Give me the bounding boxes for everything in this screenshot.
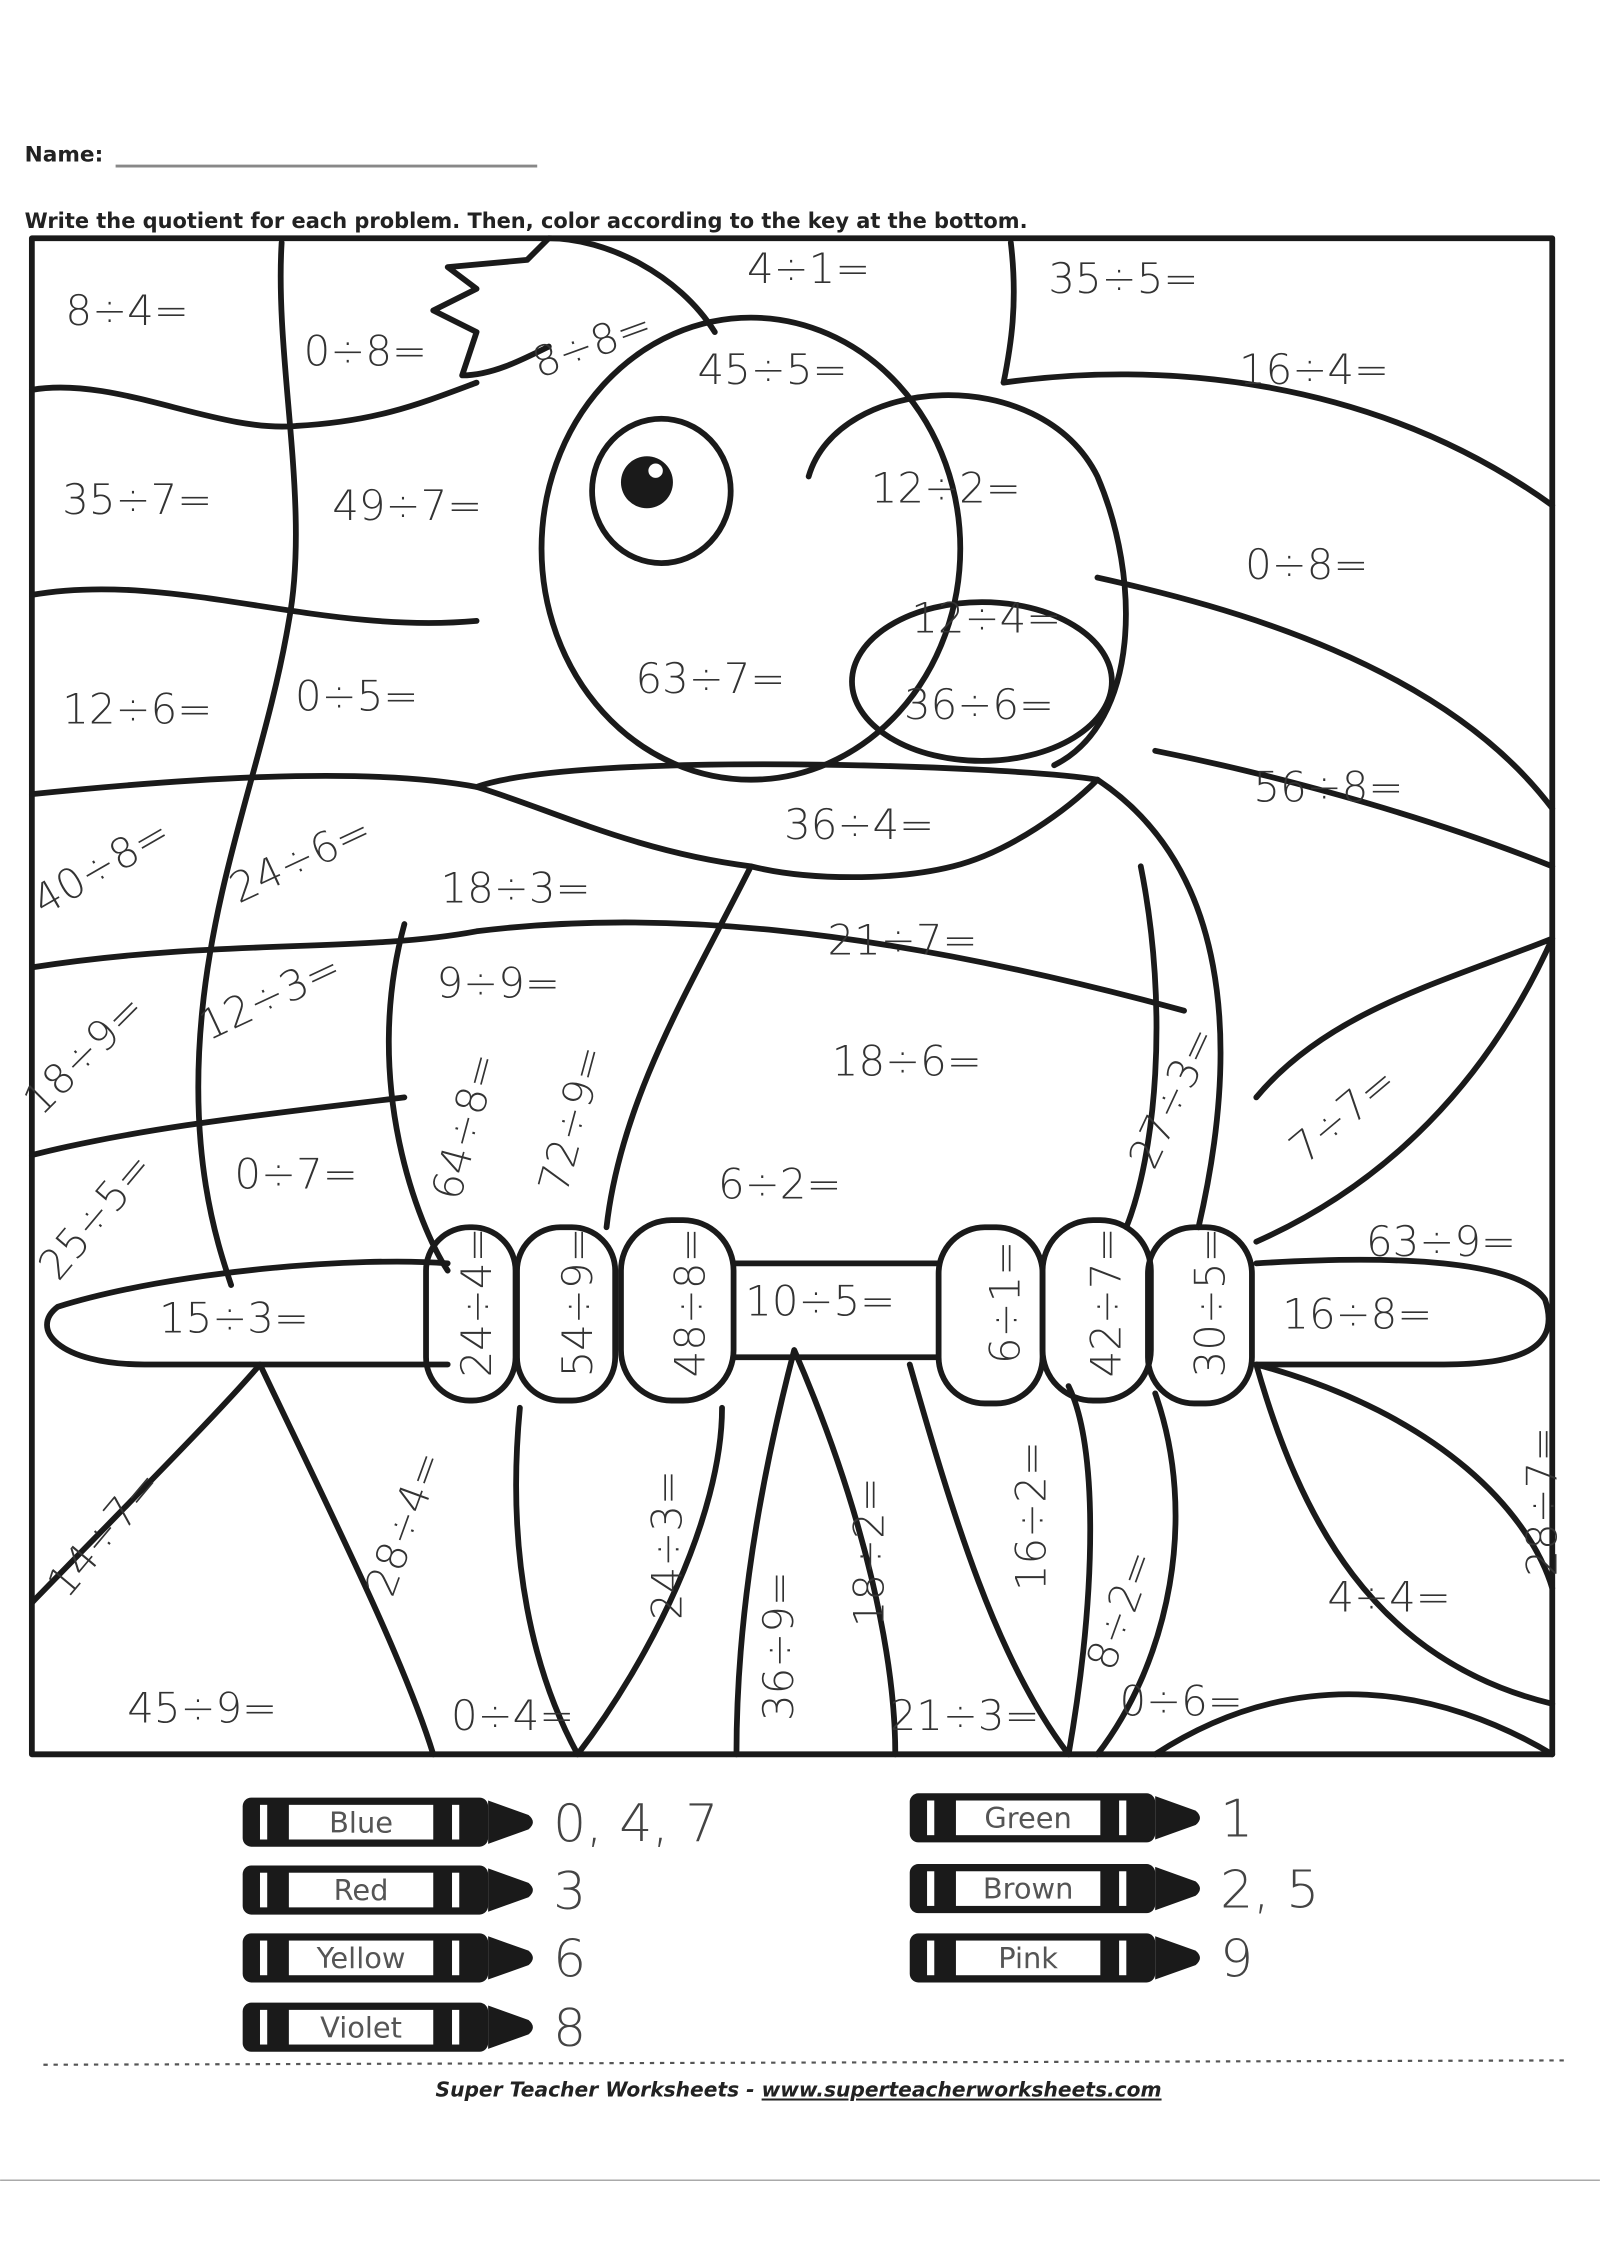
crayon-pink: Pink 9 bbox=[909, 1930, 1253, 1990]
crayon-green: Green 1 bbox=[909, 1790, 1253, 1850]
crayon-label: Yellow bbox=[316, 1941, 406, 1975]
problem-33[interactable]: 6÷2= bbox=[718, 1159, 841, 1208]
footer: Super Teacher Worksheets - www.superteac… bbox=[436, 2078, 1162, 2102]
problem-52[interactable]: 4÷4= bbox=[1327, 1572, 1450, 1621]
key-values: 0, 4, 7 bbox=[553, 1794, 718, 1854]
problem-30[interactable]: 7÷7= bbox=[1280, 1056, 1406, 1173]
problem-6[interactable]: 35÷5= bbox=[1048, 254, 1198, 303]
problem-55[interactable]: 21÷3= bbox=[890, 1691, 1040, 1740]
crayon-label: Pink bbox=[998, 1941, 1058, 1975]
problem-19[interactable]: 40÷8= bbox=[24, 808, 178, 925]
key-values: 1 bbox=[1220, 1790, 1253, 1850]
key-values: 9 bbox=[1220, 1930, 1253, 1990]
problem-42[interactable]: 30÷5= bbox=[1186, 1227, 1235, 1377]
crayon-label: Green bbox=[984, 1801, 1071, 1835]
problem-43[interactable]: 16÷8= bbox=[1282, 1289, 1432, 1338]
name-label: Name: bbox=[25, 143, 104, 168]
problem-24[interactable]: 12÷3= bbox=[192, 942, 349, 1050]
crayon-label: Brown bbox=[983, 1872, 1074, 1906]
problem-32[interactable]: 0÷7= bbox=[234, 1149, 357, 1198]
crayon-brown: Brown 2, 5 bbox=[909, 1860, 1319, 1920]
problem-2[interactable]: 0÷8= bbox=[304, 326, 427, 375]
parrot-head bbox=[538, 314, 964, 783]
problem-4[interactable]: 4÷1= bbox=[747, 244, 870, 293]
key-values: 2, 5 bbox=[1220, 1860, 1319, 1920]
problem-38[interactable]: 48÷8= bbox=[666, 1227, 715, 1377]
crayon-violet: Violet 8 bbox=[242, 1999, 586, 2059]
parrot-drawing bbox=[28, 235, 1556, 1758]
footer-divider bbox=[43, 2059, 1567, 2066]
problem-12[interactable]: 12÷4= bbox=[911, 593, 1061, 642]
problem-15[interactable]: 0÷5= bbox=[295, 671, 418, 720]
crayon-blue: Blue 0, 4, 7 bbox=[242, 1794, 718, 1854]
problem-46[interactable]: 24÷3= bbox=[643, 1470, 692, 1620]
crayon-yellow: Yellow 6 bbox=[242, 1930, 586, 1990]
parrot-eye bbox=[620, 456, 673, 509]
problem-23[interactable]: 9÷9= bbox=[437, 959, 560, 1008]
problem-13[interactable]: 63÷7= bbox=[635, 654, 785, 703]
problem-44[interactable]: 14÷7= bbox=[37, 1460, 171, 1606]
crayon-label: Violet bbox=[320, 2010, 402, 2044]
problem-21[interactable]: 18÷3= bbox=[441, 863, 591, 912]
problem-10[interactable]: 12÷2= bbox=[871, 463, 1021, 512]
problem-1[interactable]: 8÷4= bbox=[65, 286, 188, 335]
problem-53[interactable]: 45÷9= bbox=[127, 1684, 277, 1733]
problem-34[interactable]: 63÷9= bbox=[1366, 1217, 1516, 1266]
problem-14[interactable]: 12÷6= bbox=[62, 684, 212, 733]
problem-47[interactable]: 18÷2= bbox=[845, 1477, 894, 1627]
problem-54[interactable]: 0÷4= bbox=[451, 1691, 574, 1740]
problem-45[interactable]: 28÷4= bbox=[356, 1444, 453, 1602]
problem-49[interactable]: 28÷7= bbox=[1518, 1427, 1567, 1577]
problem-9[interactable]: 49÷7= bbox=[332, 481, 482, 530]
problem-35[interactable]: 15÷3= bbox=[159, 1294, 309, 1343]
key-values: 6 bbox=[553, 1930, 586, 1990]
problem-39[interactable]: 10÷5= bbox=[745, 1276, 895, 1325]
problem-56[interactable]: 0÷6= bbox=[1119, 1676, 1242, 1725]
problem-37[interactable]: 54÷9= bbox=[553, 1227, 602, 1377]
problem-36[interactable]: 24÷4= bbox=[452, 1227, 501, 1377]
division-problems: 8÷4= 0÷8= 8÷8= 4÷1= 45÷5= 35÷5= 16÷4= 35÷7= 49÷7… bbox=[13, 244, 1566, 1740]
key-values: 3 bbox=[553, 1862, 586, 1922]
problem-18[interactable]: 36÷4= bbox=[784, 800, 934, 849]
problem-28[interactable]: 72÷9= bbox=[529, 1040, 615, 1198]
problem-7[interactable]: 16÷4= bbox=[1239, 345, 1389, 394]
problem-26[interactable]: 18÷6= bbox=[832, 1037, 982, 1086]
problem-11[interactable]: 0÷8= bbox=[1245, 540, 1368, 589]
problem-16[interactable]: 36÷6= bbox=[904, 680, 1054, 729]
problem-17[interactable]: 56÷8= bbox=[1253, 762, 1403, 811]
problem-48[interactable]: 16÷2= bbox=[1006, 1441, 1055, 1591]
problem-41[interactable]: 42÷7= bbox=[1082, 1227, 1131, 1377]
problem-20[interactable]: 24÷6= bbox=[222, 805, 379, 913]
crayon-label: Blue bbox=[329, 1805, 393, 1839]
key-values: 8 bbox=[553, 1999, 586, 2059]
problem-22[interactable]: 21÷7= bbox=[827, 915, 977, 964]
problem-31[interactable]: 25÷5= bbox=[28, 1142, 162, 1288]
footer-url[interactable]: www.superteacherworksheets.com bbox=[762, 2078, 1162, 2102]
picture-border bbox=[28, 235, 1556, 1758]
problem-3[interactable]: 8÷8= bbox=[526, 299, 659, 387]
problem-8[interactable]: 35÷7= bbox=[62, 475, 212, 524]
crayon-label: Red bbox=[334, 1873, 389, 1907]
instructions: Write the quotient for each problem. The… bbox=[25, 209, 1028, 233]
crayon-red: Red 3 bbox=[242, 1862, 586, 1922]
problem-5[interactable]: 45÷5= bbox=[698, 345, 848, 394]
problem-50[interactable]: 36÷9= bbox=[754, 1571, 803, 1721]
problem-27[interactable]: 64÷8= bbox=[422, 1047, 508, 1205]
problem-40[interactable]: 6÷1= bbox=[980, 1241, 1029, 1364]
footer-brand: Super Teacher Worksheets - bbox=[436, 2078, 762, 2102]
